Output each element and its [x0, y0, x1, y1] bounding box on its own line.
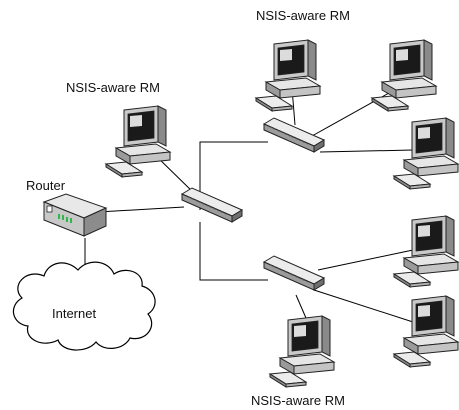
switch-icon: [263, 117, 325, 153]
rm-left-label: NSIS-aware RM: [66, 80, 160, 95]
link-pc-lowright2-switch: [313, 289, 414, 323]
rm-bottom-label: NSIS-aware RM: [251, 393, 345, 408]
computer-icon: [255, 39, 321, 112]
link-switch-switch-top: [199, 141, 268, 210]
link-pc-midright-switch: [319, 149, 414, 153]
link-pc-lowright1-switch: [317, 249, 414, 271]
link-pc-topright-switch: [311, 87, 399, 137]
computer-icon: [105, 105, 171, 178]
computer-icon: [393, 295, 459, 368]
router-icon: [42, 193, 108, 237]
link-switch-switch-bottom: [199, 222, 268, 281]
link-pc-bottom-switch: [295, 294, 307, 319]
computer-icon: [269, 315, 335, 388]
router-label: Router: [26, 178, 66, 193]
switch-icon: [263, 255, 325, 291]
link-router-switch: [97, 206, 185, 213]
internet-label: Internet: [52, 306, 96, 321]
cloud-icon: [12, 261, 156, 351]
switch-icon: [181, 187, 243, 223]
rm-top-label: NSIS-aware RM: [256, 8, 350, 23]
computer-icon: [371, 39, 437, 112]
computer-icon: [393, 117, 459, 190]
